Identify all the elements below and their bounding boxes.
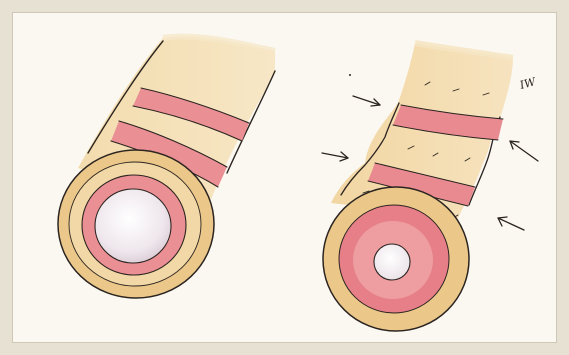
vessel-illustration: IW [13, 13, 558, 344]
constricted-vessel-cross-section [323, 187, 469, 331]
arrow-icon [322, 152, 348, 161]
arrow-icon [353, 96, 380, 106]
constricted-vessel: IW [322, 43, 539, 331]
arrow-icon [334, 163, 347, 166]
relaxed-vessel-cross-section [58, 150, 214, 298]
wall-annotation-label: IW [517, 75, 538, 92]
illustration-panel: IW [12, 12, 557, 343]
relaxed-vessel [58, 37, 275, 298]
arrow-icon [498, 217, 524, 230]
arrow-icon [510, 141, 538, 161]
ink-dot [349, 74, 351, 76]
